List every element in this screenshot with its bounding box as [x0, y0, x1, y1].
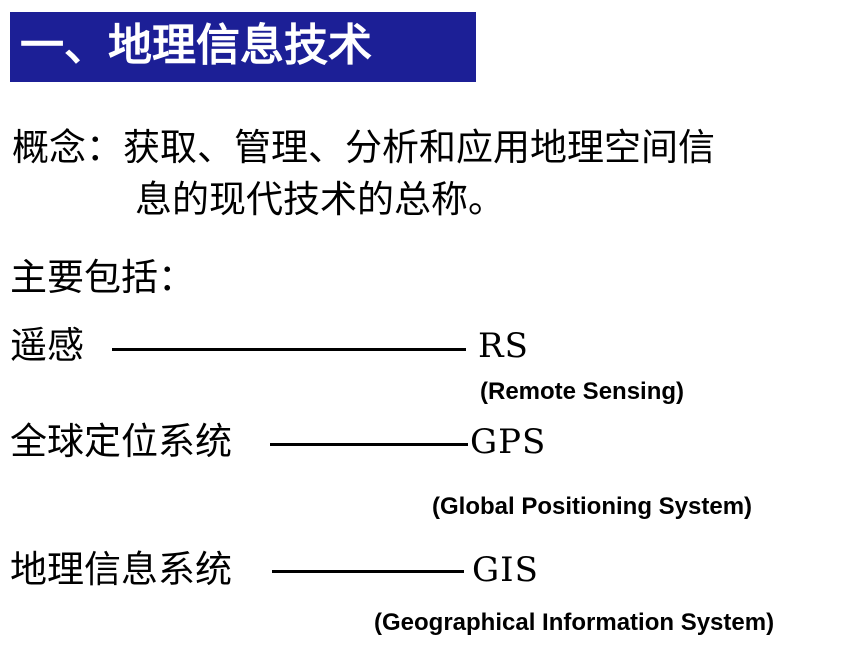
tech-full-rs: (Remote Sensing)	[480, 378, 685, 405]
concept-line-1: 概念：获取、管理、分析和应用地理空间信	[12, 126, 715, 169]
concept-text: 概念：获取、管理、分析和应用地理空间信 息的现代技术的总称。	[12, 122, 715, 226]
tech-full-gis: (Geographical Information System)	[374, 609, 775, 636]
page-title: 一、地理信息技术	[20, 20, 372, 71]
tech-name-gps: 全球定位系统	[10, 420, 232, 463]
connector-line-rs	[112, 348, 466, 351]
title-banner: 一、地理信息技术	[10, 12, 476, 82]
tech-abbr-rs: RS	[478, 326, 529, 366]
tech-full-gps: (Global Positioning System)	[432, 493, 753, 520]
tech-name-rs: 遥感	[10, 324, 84, 367]
includes-label: 主要包括：	[10, 256, 195, 299]
tech-abbr-gps: GPS	[470, 422, 547, 462]
tech-abbr-gis: GIS	[472, 550, 539, 590]
concept-line-2: 息的现代技术的总称。	[135, 178, 505, 221]
connector-line-gps	[270, 443, 468, 446]
tech-name-gis: 地理信息系统	[10, 548, 232, 591]
connector-line-gis	[272, 570, 464, 573]
